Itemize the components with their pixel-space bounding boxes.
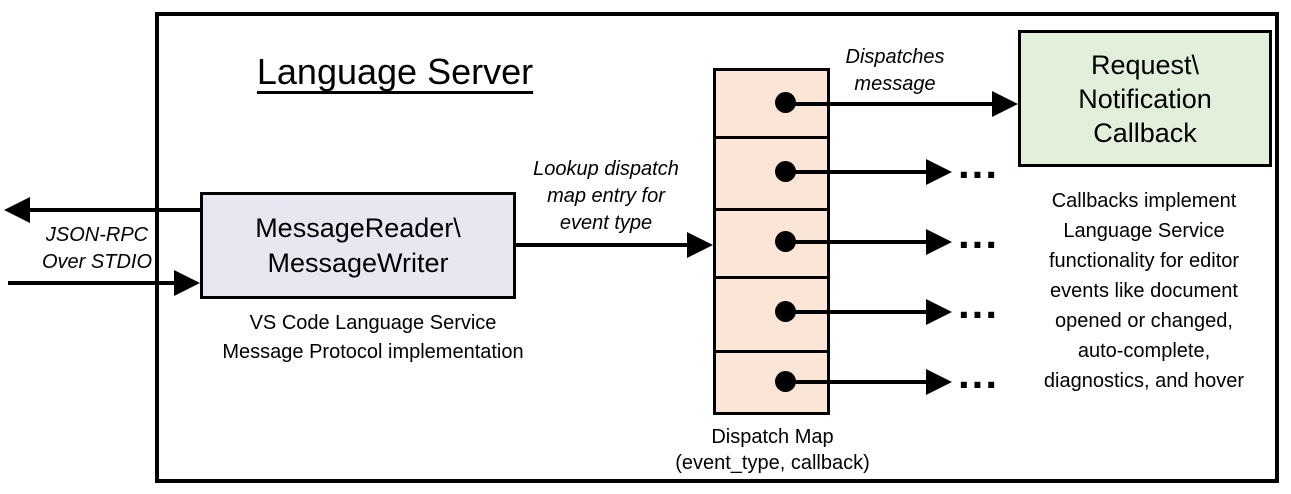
stdio-in-arrow-line xyxy=(8,281,176,285)
more-callbacks-ellipsis: ... xyxy=(958,280,1000,327)
dispatch-arrowhead-icon xyxy=(926,159,952,185)
dispatch-entry-dot xyxy=(775,231,796,252)
lookup-arrowhead-icon xyxy=(687,232,713,258)
dispatch-cell-divider xyxy=(716,350,827,353)
stdio-out-arrow-line xyxy=(26,208,202,212)
diagram-title: Language Server xyxy=(210,50,580,94)
dispatch-arrowhead-icon xyxy=(992,91,1018,117)
message-reader-writer-label: MessageReader\ MessageWriter xyxy=(255,212,461,278)
stdio-out-arrowhead-icon xyxy=(4,197,30,223)
language-server-outer-box xyxy=(155,12,1279,483)
dispatch-cell-divider xyxy=(716,136,827,139)
json-rpc-over-stdio-label: JSON-RPC Over STDIO xyxy=(41,224,152,273)
dispatch-entry-dot xyxy=(775,301,796,322)
dispatch-arrowhead-icon xyxy=(926,299,952,325)
dispatch-cell-divider xyxy=(716,208,827,211)
dispatch-arrow-line xyxy=(786,102,996,106)
dispatch-arrow-line xyxy=(786,170,928,174)
dispatch-entry-dot xyxy=(775,92,796,113)
dispatch-arrowhead-icon xyxy=(926,369,952,395)
message-box-caption: VS Code Language Service Message Protoco… xyxy=(222,312,524,363)
callbacks-note: Callbacks implement Language Service fun… xyxy=(1043,190,1245,392)
request-notification-callback-label: Request\ Notification Callback xyxy=(1078,49,1212,148)
more-callbacks-ellipsis: ... xyxy=(958,210,1000,257)
dispatch-cell-divider xyxy=(716,276,827,279)
more-callbacks-ellipsis: ... xyxy=(958,350,1000,397)
request-notification-callback-box: Request\ Notification Callback xyxy=(1018,30,1272,167)
dispatches-message-label: Dispatches message xyxy=(845,46,945,95)
diagram-title-text: Language Server xyxy=(256,51,534,92)
dispatch-map-label: Dispatch Map (event_type, callback) xyxy=(675,426,870,474)
dispatch-arrow-line xyxy=(786,310,928,314)
lookup-arrow-line xyxy=(515,243,689,247)
message-reader-writer-box: MessageReader\ MessageWriter xyxy=(200,192,516,299)
dispatch-entry-dot xyxy=(775,161,796,182)
dispatch-arrowhead-icon xyxy=(926,229,952,255)
stdio-in-arrowhead-icon xyxy=(174,270,200,296)
dispatch-entry-dot xyxy=(775,371,796,392)
lookup-dispatch-label: Lookup dispatch map entry for event type xyxy=(533,158,679,234)
dispatch-arrow-line xyxy=(786,240,928,244)
more-callbacks-ellipsis: ... xyxy=(958,140,1000,187)
dispatch-arrow-line xyxy=(786,380,928,384)
